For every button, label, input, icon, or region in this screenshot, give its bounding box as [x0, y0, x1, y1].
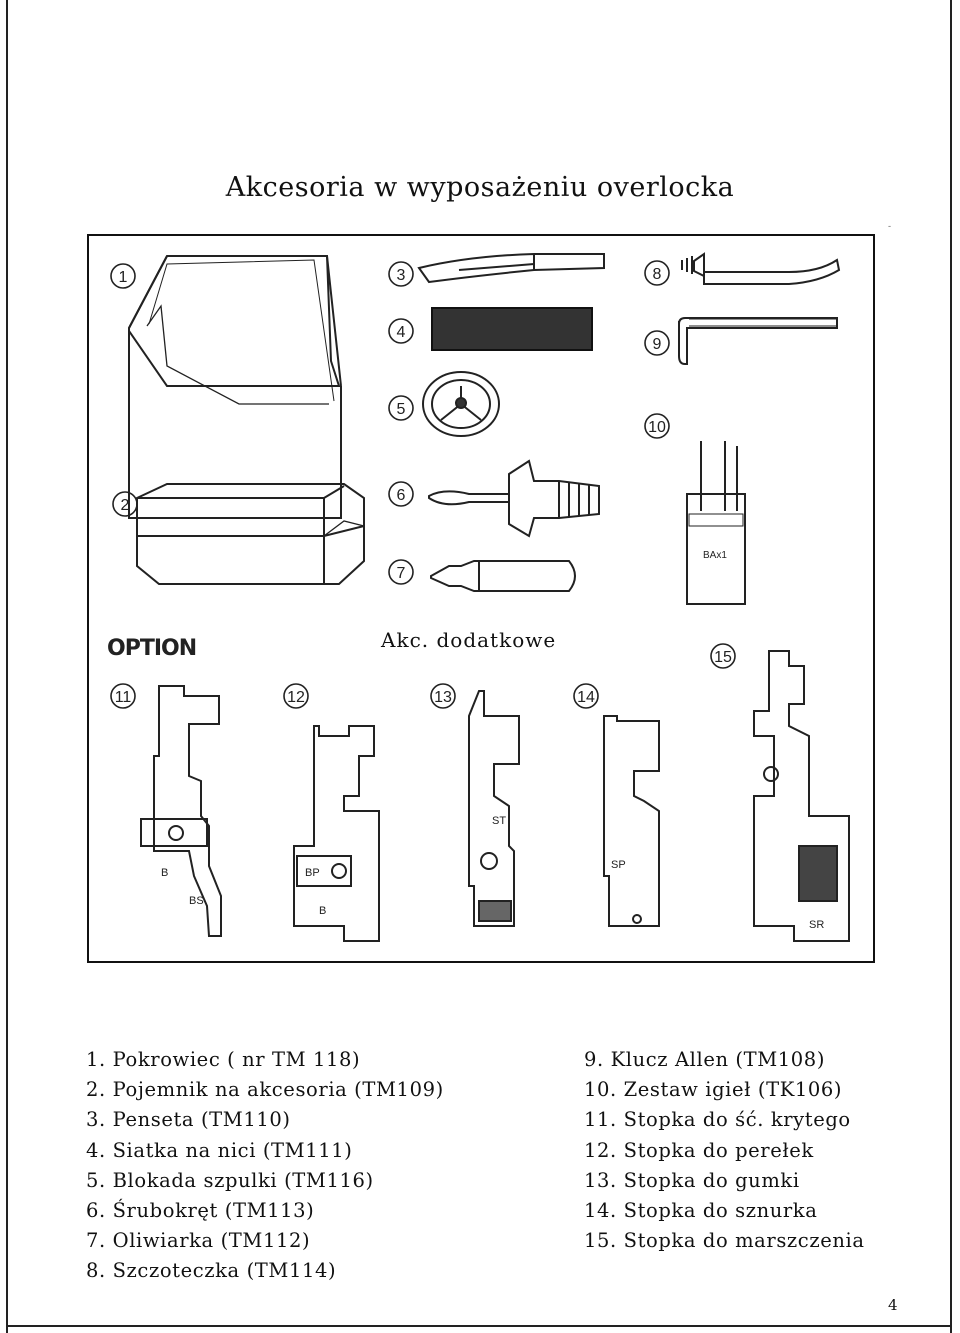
callout-number-4: 4: [397, 324, 406, 341]
callout-circle: [644, 413, 670, 439]
list-item: 15. Stopka do marszczenia: [584, 1229, 865, 1253]
foot-15-illustration: [753, 650, 850, 942]
brush-illustration: [681, 252, 841, 285]
callout-circle: [430, 683, 456, 709]
list-item: 10. Zestaw igieł (TK106): [584, 1078, 843, 1102]
foot-12-label-a: BP: [305, 867, 320, 879]
callout-circle: [644, 260, 670, 286]
callout-circle: [388, 318, 414, 344]
callout-circle: [573, 683, 599, 709]
callout-circle: [388, 559, 414, 585]
callout-number-11: 11: [115, 689, 132, 706]
spool-cap-illustration: [422, 371, 500, 437]
callout-number-15: 15: [714, 649, 732, 666]
callout-number-5: 5: [397, 401, 406, 418]
callout-circle: [283, 683, 309, 709]
scan-mark: -: [888, 222, 892, 232]
list-item: 3. Penseta (TM110): [86, 1108, 291, 1132]
callout-number-3: 3: [397, 267, 406, 284]
thread-net-illustration: [431, 307, 593, 351]
list-item: 6. Śrubokręt (TM113): [86, 1199, 315, 1223]
list-item: 13. Stopka do gumki: [584, 1168, 800, 1192]
oiler-illustration: [430, 560, 576, 592]
callout-number-10: 10: [648, 419, 666, 436]
foot-12-illustration: [293, 725, 380, 942]
callout-circle: [388, 481, 414, 507]
screwdriver-illustration: [428, 459, 600, 538]
list-item: 9. Klucz Allen (TM108): [584, 1048, 826, 1071]
callout-circle: [388, 261, 414, 287]
callout-number-8: 8: [653, 266, 662, 283]
foot-11-label-b: BS: [189, 895, 204, 907]
callout-circle: [110, 683, 136, 709]
callout-circle: [112, 491, 138, 517]
list-item: 8. Szczoteczka (TM114): [86, 1259, 337, 1283]
accessories-list-right: 9. Klucz Allen (TM108) 10. Zestaw igieł …: [584, 1045, 865, 1256]
callout-number-1: 1: [119, 269, 128, 286]
callout-number-9: 9: [653, 336, 662, 353]
accessory-box-illustration: [136, 483, 365, 585]
list-item: 4. Siatka na nici (TM111): [86, 1138, 353, 1162]
foot-14-label: SP: [611, 859, 626, 871]
foot-15-label: SR: [809, 919, 824, 931]
callout-circle: [710, 643, 736, 669]
page-number: 4: [888, 1296, 898, 1314]
list-item: 7. Oliwiarka (TM112): [86, 1229, 311, 1253]
foot-11-illustration: [140, 685, 222, 937]
needle-pack-illustration: [686, 441, 746, 605]
optional-accessories-caption: Akc. dodatkowe: [381, 628, 557, 652]
list-item: 12. Stopka do perełek: [584, 1138, 814, 1162]
list-item: 2. Pojemnik na akcesoria (TM109): [86, 1078, 444, 1102]
tweezers-illustration: [417, 253, 605, 284]
callout-number-14: 14: [577, 689, 595, 706]
callout-circle: [644, 330, 670, 356]
foot-12-label-b: B: [319, 905, 326, 917]
cover-illustration: [128, 255, 342, 519]
page-border-right: [950, 0, 952, 1333]
list-item: 14. Stopka do sznurka: [584, 1199, 818, 1223]
list-item: 5. Blokada szpulki (TM116): [86, 1168, 374, 1192]
callout-number-13: 13: [434, 689, 452, 706]
list-item: 11. Stopka do ść. krytego: [584, 1108, 851, 1132]
foot-14-illustration: [603, 715, 660, 927]
callout-number-2: 2: [121, 497, 130, 514]
page-border-left: [6, 0, 8, 1333]
list-item: 1. Pokrowiec ( nr TM 118): [86, 1048, 361, 1071]
accessories-list-left: 1. Pokrowiec ( nr TM 118) 2. Pojemnik na…: [86, 1045, 444, 1287]
callout-number-6: 6: [397, 487, 406, 504]
option-label: OPTION: [107, 636, 197, 661]
callout-number-7: 7: [397, 565, 406, 582]
needle-pack-label: BAx1: [703, 550, 727, 561]
foot-11-label-a: B: [161, 867, 168, 879]
foot-13-label: ST: [492, 815, 506, 827]
callout-number-12: 12: [287, 689, 305, 706]
page-border-bottom: [6, 1325, 952, 1327]
page-title: Akcesoria w wyposażeniu overlocka: [225, 172, 735, 203]
callout-circle: [110, 263, 136, 289]
callout-circle: [388, 395, 414, 421]
allen-key-illustration: [678, 317, 838, 365]
foot-13-illustration: [468, 690, 520, 927]
